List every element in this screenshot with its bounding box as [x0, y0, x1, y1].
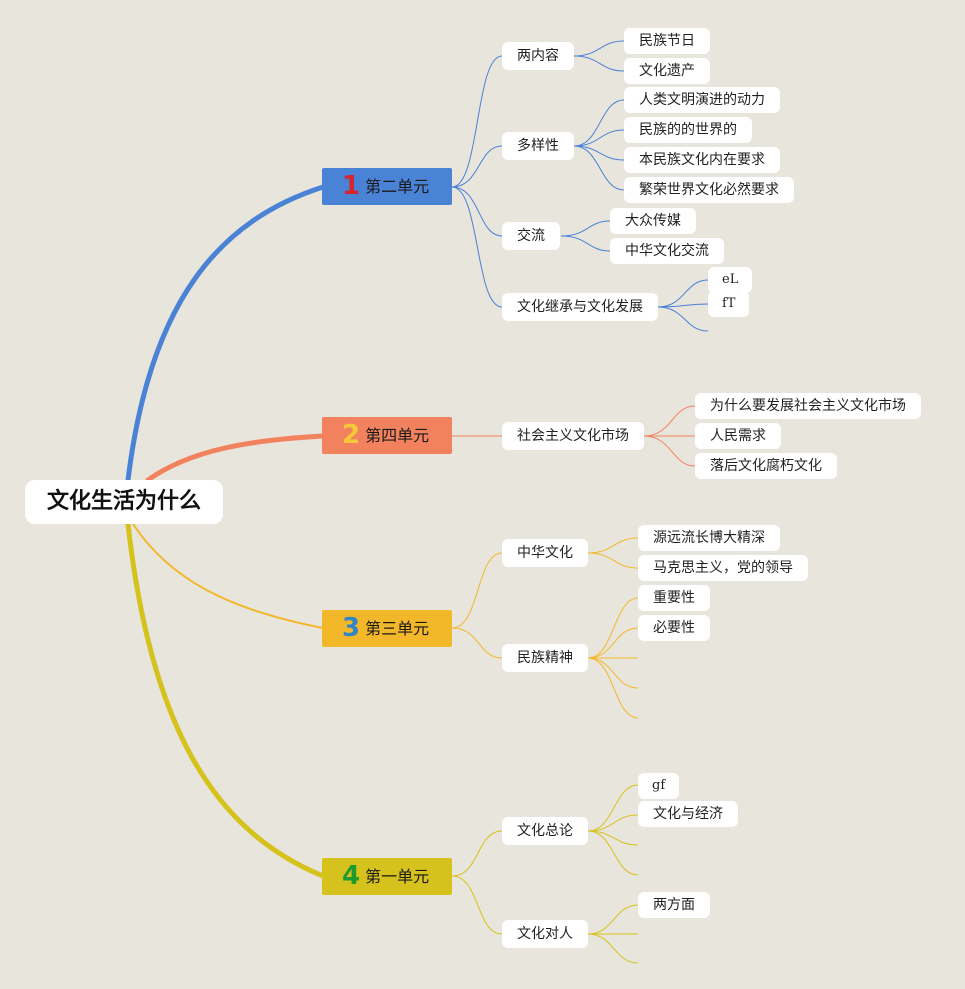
edge-t2-leaf1	[573, 99, 625, 147]
leaf-node[interactable]: 繁荣世界文化必然要求	[624, 177, 794, 203]
leaf-node[interactable]: 重要性	[638, 585, 710, 611]
leaf-node[interactable]: 大众传媒	[610, 208, 696, 234]
topic-node[interactable]: 两内容	[502, 42, 574, 70]
edge-unit1-topic3	[451, 186, 503, 237]
leaf-node[interactable]: 两方面	[638, 892, 710, 918]
unit-node-1[interactable]: 1 第二单元	[322, 168, 452, 205]
edge-t4-leaf3	[657, 306, 709, 332]
edge-t7-leaf2	[587, 627, 639, 659]
unit-node-3[interactable]: 3 第三单元	[322, 610, 452, 647]
edge-t8-leaf1	[587, 784, 639, 832]
topic-node[interactable]: 中华文化	[502, 539, 588, 567]
unit-label: 第一单元	[365, 867, 430, 886]
edge-unit3-topic2	[451, 627, 503, 659]
unit-label: 第二单元	[365, 177, 430, 196]
unit-node-4[interactable]: 4 第一单元	[322, 858, 452, 895]
edge-unit1-topic4	[451, 186, 503, 308]
edge-root-unit3	[132, 523, 324, 629]
edge-t5-leaf3	[643, 435, 696, 467]
edge-t2-leaf2	[573, 129, 625, 147]
topic-node[interactable]: 社会主义文化市场	[502, 422, 644, 450]
edge-t6-leaf2	[587, 552, 639, 569]
leaf-node[interactable]: 人类文明演进的动力	[624, 87, 780, 113]
leaf-node[interactable]: 文化与经济	[638, 801, 738, 827]
leaf-node[interactable]: 民族的的世界的	[624, 117, 752, 143]
edge-t7-leaf4	[587, 657, 639, 689]
edge-t4-leaf1	[657, 279, 709, 308]
edge-root-unit4	[125, 521, 326, 879]
unit-number: 3	[342, 613, 361, 643]
edge-t6-leaf1	[587, 537, 639, 554]
topic-node[interactable]: 文化继承与文化发展	[502, 293, 658, 321]
edge-t8-leaf4	[587, 830, 639, 876]
topic-node[interactable]: 民族精神	[502, 644, 588, 672]
edge-unit1-topic1	[451, 55, 503, 188]
edge-t1-leaf2	[573, 55, 625, 72]
edge-t2-leaf4	[573, 145, 625, 191]
unit-label: 第四单元	[365, 426, 430, 445]
unit-label: 第三单元	[365, 619, 430, 638]
topic-node[interactable]: 文化对人	[502, 920, 588, 948]
edge-unit4-topic1	[451, 830, 503, 877]
edge-unit3-topic1	[451, 552, 503, 629]
edge-root-unit2	[145, 433, 326, 483]
leaf-node[interactable]: 源远流长博大精深	[638, 525, 780, 551]
leaf-node[interactable]: 必要性	[638, 615, 710, 641]
leaf-node[interactable]: eL	[708, 267, 753, 293]
edge-t7-leaf1	[587, 597, 639, 659]
edge-t8-leaf3	[587, 830, 639, 846]
leaf-node[interactable]: 落后文化腐朽文化	[695, 453, 837, 479]
edge-unit1-topic2	[451, 145, 503, 188]
edge-t3-leaf1	[560, 220, 611, 237]
topic-node[interactable]: 多样性	[502, 132, 574, 160]
edge-t9-leaf1	[587, 904, 639, 935]
leaf-node[interactable]: 民族节日	[624, 28, 710, 54]
leaf-node[interactable]: fT	[708, 291, 750, 317]
edge-t8-leaf2	[587, 814, 639, 832]
leaf-node[interactable]: 文化遗产	[624, 58, 710, 84]
edge-t1-leaf1	[573, 40, 625, 57]
unit-number: 4	[342, 861, 361, 891]
unit-number: 2	[342, 420, 361, 450]
leaf-node[interactable]: 马克思主义，党的领导	[638, 555, 808, 581]
leaf-node[interactable]: 为什么要发展社会主义文化市场	[695, 393, 921, 419]
topic-node[interactable]: 交流	[502, 222, 560, 250]
leaf-node[interactable]: gf	[638, 773, 680, 799]
edge-t7-leaf5	[587, 657, 639, 719]
unit-node-2[interactable]: 2 第四单元	[322, 417, 452, 454]
edge-t4-leaf2	[657, 303, 709, 308]
unit-number: 1	[342, 171, 361, 201]
edge-unit4-topic2	[451, 875, 503, 935]
topic-node[interactable]: 文化总论	[502, 817, 588, 845]
edge-t2-leaf3	[573, 145, 625, 161]
leaf-node[interactable]: 人民需求	[695, 423, 781, 449]
edge-root-unit1	[125, 184, 326, 483]
root-node[interactable]: 文化生活为什么	[25, 480, 223, 524]
leaf-node[interactable]: 本民族文化内在要求	[624, 147, 780, 173]
edge-t3-leaf2	[560, 235, 611, 252]
edge-t5-leaf1	[643, 405, 696, 437]
leaf-node[interactable]: 中华文化交流	[610, 238, 724, 264]
edge-t9-leaf3	[587, 933, 639, 964]
